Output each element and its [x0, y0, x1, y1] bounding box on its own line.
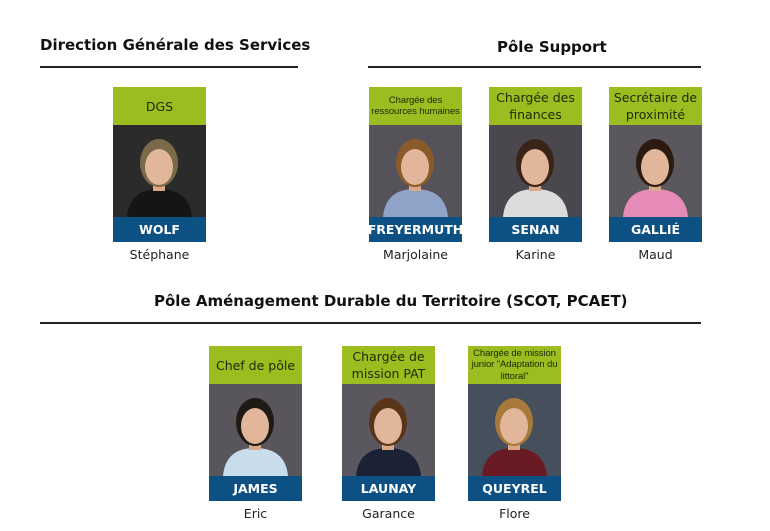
staff-card: Chef de pôle JAMES Eric: [209, 346, 302, 521]
role-label: DGS: [113, 87, 206, 125]
role-label: Chef de pôle: [209, 346, 302, 384]
staff-card: Secrétaire de proximité GALLIÉ Maud: [609, 87, 702, 262]
first-name: Stéphane: [129, 247, 190, 262]
portrait-photo: [113, 125, 206, 217]
staff-card: Chargée de mission junior "Adaptation du…: [468, 346, 561, 521]
person-silhouette-icon: [356, 398, 421, 476]
surname-bar: SENAN: [489, 217, 582, 242]
role-label: Secrétaire de proximité: [609, 87, 702, 125]
portrait-photo: [609, 125, 702, 217]
first-name: Garance: [362, 506, 415, 521]
first-name: Marjolaine: [383, 247, 448, 262]
portrait-photo: [468, 384, 561, 476]
first-name: Karine: [515, 247, 556, 262]
role-label: Chargée des ressources humaines: [369, 87, 462, 125]
portrait-photo: [342, 384, 435, 476]
section-divider-support: [368, 66, 701, 68]
person-silhouette-icon: [482, 398, 547, 476]
portrait-photo: [209, 384, 302, 476]
person-silhouette-icon: [223, 398, 288, 476]
portrait-photo: [489, 125, 582, 217]
section-divider-dgs: [40, 66, 298, 68]
surname-bar: QUEYREL: [468, 476, 561, 501]
section-divider-amenagement: [40, 322, 701, 324]
person-silhouette-icon: [623, 139, 688, 217]
staff-card: DGS WOLF Stéphane: [113, 87, 206, 262]
staff-card: Chargée des finances SENAN Karine: [489, 87, 582, 262]
portrait-photo: [369, 125, 462, 217]
section-title-dgs: Direction Générale des Services: [40, 36, 311, 54]
section-title-amenagement: Pôle Aménagement Durable du Territoire (…: [154, 292, 628, 310]
surname-bar: GALLIÉ: [609, 217, 702, 242]
section-title-support: Pôle Support: [497, 38, 607, 56]
surname-bar: FREYERMUTH: [368, 217, 463, 242]
role-label: Chargée des finances: [489, 87, 582, 125]
person-silhouette-icon: [503, 139, 568, 217]
first-name: Eric: [243, 506, 268, 521]
first-name: Maud: [638, 247, 673, 262]
person-silhouette-icon: [127, 139, 192, 217]
first-name: Flore: [499, 506, 530, 521]
person-silhouette-icon: [383, 139, 448, 217]
role-label: Chargée de mission junior "Adaptation du…: [468, 346, 561, 384]
staff-card: Chargée de mission PAT LAUNAY Garance: [342, 346, 435, 521]
staff-card: Chargée des ressources humaines FREYERMU…: [368, 87, 463, 262]
role-label: Chargée de mission PAT: [342, 346, 435, 384]
surname-bar: JAMES: [209, 476, 302, 501]
surname-bar: LAUNAY: [342, 476, 435, 501]
surname-bar: WOLF: [113, 217, 206, 242]
